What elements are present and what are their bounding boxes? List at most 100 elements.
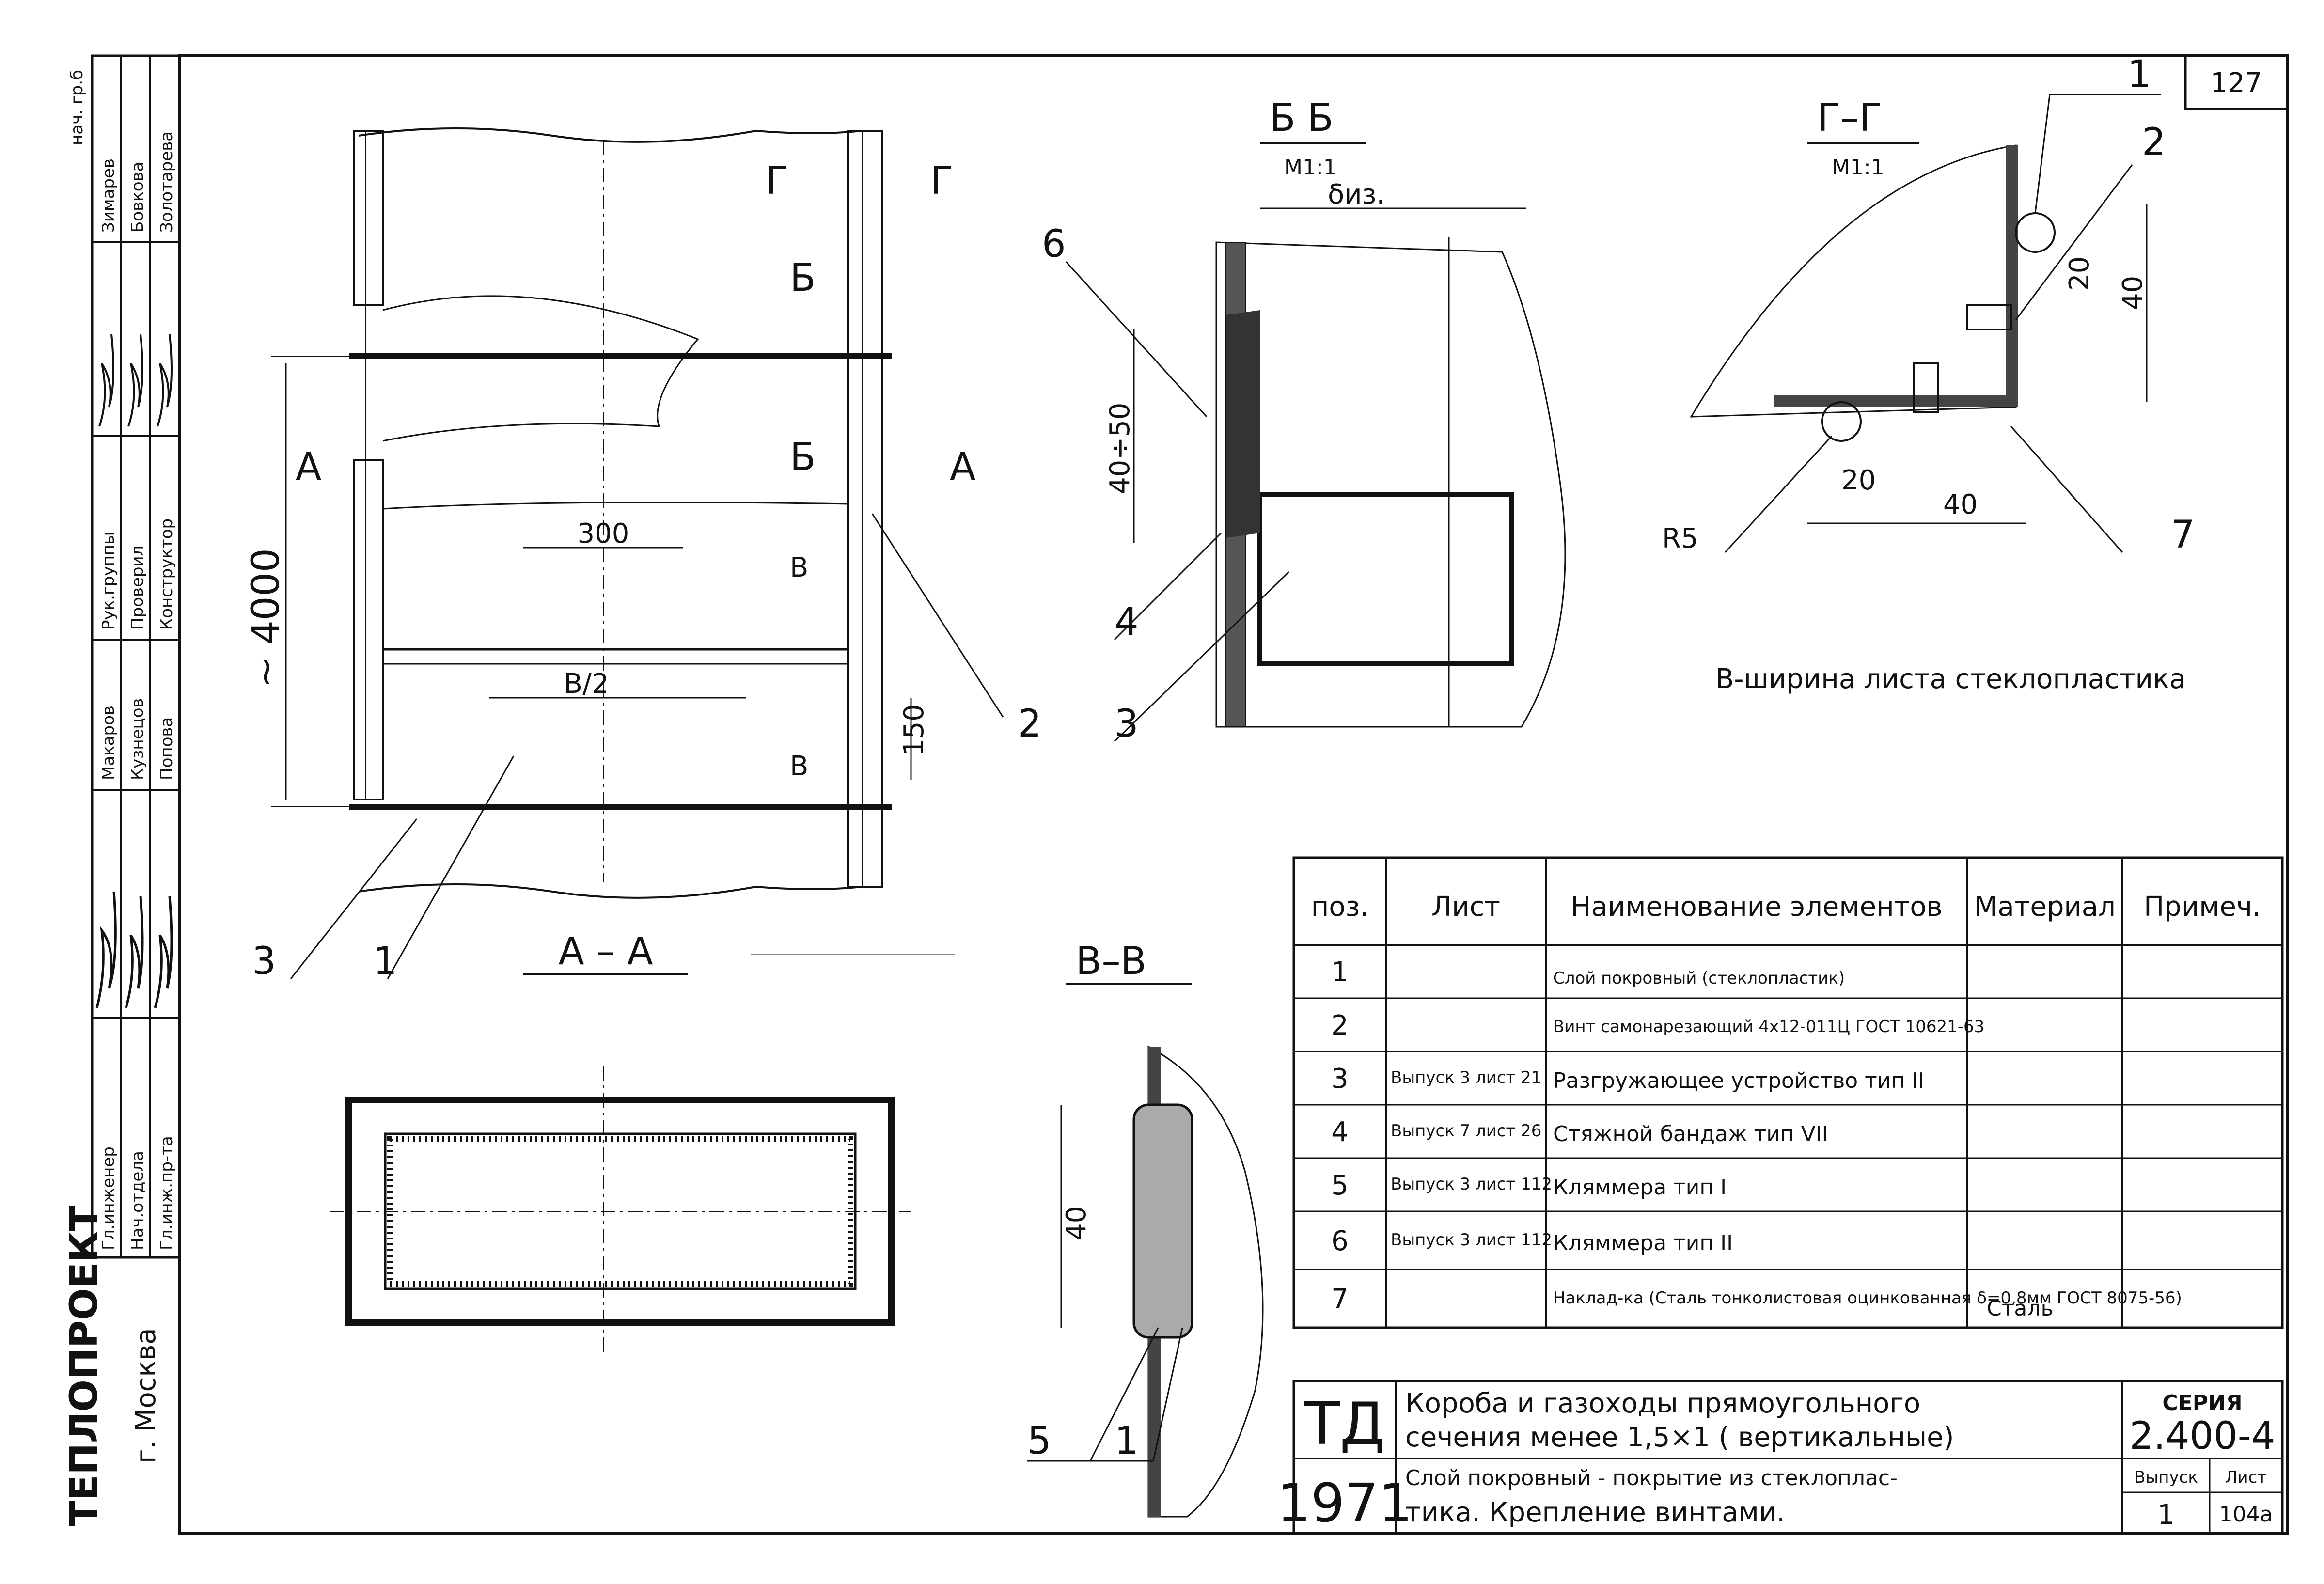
spec-row-7-pos: 7 <box>1331 1284 1349 1315</box>
callout-bb-3: 3 <box>1115 702 1139 746</box>
section-vv: В–В 40 5 1 <box>1027 940 1264 1518</box>
section-title-vv: В–В <box>1076 940 1146 983</box>
spec-row-4-pos: 4 <box>1331 1116 1349 1148</box>
spec-row-4-name: Стяжной бандаж тип VII <box>1553 1122 1828 1146</box>
section-title-aa: А – А <box>558 930 653 973</box>
dim-gg-40-horizontal: 40 <box>1943 489 1978 520</box>
cut-marker-b-bottom: Б <box>790 436 816 479</box>
stamp-org: ТЕПЛОПРОЕКТ <box>63 1206 106 1526</box>
series-value: 2.400-4 <box>2129 1414 2275 1458</box>
spec-table: поз. Лист Наименование элементов Материа… <box>1292 856 2284 1329</box>
spec-row-5-name: Кляммера тип I <box>1553 1175 1727 1200</box>
section-title-gg: Г–Г <box>1817 96 1882 140</box>
stamp-role-group-lead: Рук.группы <box>99 532 118 630</box>
callout-aa-1: 1 <box>373 940 397 983</box>
left-stamp: Гл.инженер Нач.отдела Гл.инж.пр-та Рук.г… <box>63 54 181 1526</box>
dim-300: 300 <box>578 518 629 549</box>
spec-row-3-name: Разгружающее устройство тип II <box>1553 1068 1924 1093</box>
view-aa: ~ 4000 300 В/2 150 А А Б Б В В Г Г 3 1 2… <box>244 127 1042 983</box>
spec-header-material: Материал <box>1974 891 2116 923</box>
signature-makarov <box>95 891 117 1008</box>
subtitle-line-2: тика. Крепление винтами. <box>1405 1497 1785 1528</box>
spec-header-sheet: Лист <box>1431 891 1500 923</box>
spec-row-7-material: Сталь <box>1987 1296 2053 1321</box>
dim-gg-40-vertical: 40 <box>2117 276 2149 310</box>
dim-vv-40: 40 <box>1061 1206 1092 1240</box>
callout-aa-2: 2 <box>1018 702 1042 746</box>
page-number-box <box>2184 54 2289 110</box>
dim-40-50: 40÷50 <box>1104 403 1136 494</box>
spec-row-5-sheet: Выпуск 3 лист 112 <box>1391 1175 1552 1194</box>
section-gg: Г–Г М1:1 20 40 20 40 R5 1 2 7 В-ширина л… <box>1662 53 2195 695</box>
section-scale-gg: М1:1 <box>1832 155 1884 180</box>
stamp-name-kuznetsov: Кузнецов <box>128 698 147 780</box>
cut-marker-g-right: Г <box>930 159 954 203</box>
cut-marker-g-left: Г <box>766 159 789 203</box>
cut-marker-v-bottom: В <box>790 751 808 782</box>
dim-gg-20-vertical: 20 <box>2064 256 2095 291</box>
dim-height-4000: ~ 4000 <box>244 548 288 688</box>
callout-vv-1: 1 <box>1115 1419 1139 1463</box>
subtitle-line-1: Слой покровный - покрытие из стеклоплас- <box>1405 1466 1898 1490</box>
signature-zimarev <box>98 334 114 427</box>
page-number: 127 <box>2211 67 2262 99</box>
issue-value: 1 <box>2157 1499 2175 1531</box>
spec-row-3-pos: 3 <box>1331 1063 1349 1095</box>
spec-header-name: Наименование элементов <box>1570 891 1942 923</box>
spec-row-2-pos: 2 <box>1331 1010 1349 1041</box>
spec-row-5-pos: 5 <box>1331 1170 1349 1201</box>
title-year: 1971 <box>1277 1472 1413 1534</box>
section-bb: Б Б М1:1 δиз. 40÷50 6 4 3 <box>1042 96 1566 746</box>
signature-popova <box>154 896 173 1008</box>
stamp-role-department-head: Нач.отдела <box>128 1151 147 1250</box>
spec-row-7-name: Наклад-ка (Сталь тонколистовая оцинкован… <box>1553 1288 2182 1308</box>
stamp-name-popova: Попова <box>157 717 176 780</box>
spec-header-pos: поз. <box>1311 891 1368 923</box>
spec-row-6-pos: 6 <box>1331 1225 1349 1257</box>
title-line-2: сечения менее 1,5×1 ( вертикальные) <box>1405 1422 1954 1453</box>
callout-bb-4: 4 <box>1115 600 1139 644</box>
signature-zolotareva <box>157 334 173 427</box>
callout-gg-1: 1 <box>2127 53 2151 96</box>
stamp-name-makarov: Макаров <box>99 706 118 780</box>
callout-vv-5: 5 <box>1027 1419 1052 1463</box>
callout-gg-7: 7 <box>2171 513 2195 557</box>
spec-row-2-name: Винт самонарезающий 4х12-011Ц ГОСТ 10621… <box>1553 1017 1984 1036</box>
note-sheet-width: В-ширина листа стеклопластика <box>1715 663 2186 695</box>
stamp-name-zolotareva: Золотарева <box>157 131 176 233</box>
stamp-role-checker: Проверил <box>128 546 147 630</box>
dim-radius-r5: R5 <box>1662 523 1698 554</box>
dim-insulation-thickness: δиз. <box>1328 179 1385 210</box>
stamp-role-chief-project-engineer: Гл.инж.пр-та <box>157 1136 176 1250</box>
spec-row-1-name: Слой покровный (стеклопластик) <box>1553 969 1845 988</box>
stamp-role-chief-engineer: Гл.инженер <box>99 1146 118 1250</box>
section-scale-bb: М1:1 <box>1284 155 1337 180</box>
spec-row-3-sheet: Выпуск 3 лист 21 <box>1391 1068 1541 1087</box>
cross-section <box>330 1066 911 1352</box>
stamp-name-zimarev: Зимарев <box>99 158 118 233</box>
callout-gg-2: 2 <box>2142 121 2166 164</box>
cut-marker-a-right: А <box>950 445 975 489</box>
spec-row-4-sheet: Выпуск 7 лист 26 <box>1391 1121 1541 1141</box>
issue-label: Выпуск <box>2134 1468 2198 1487</box>
stamp-city: г. Москва <box>130 1328 162 1463</box>
stamp-role-designer: Конструктор <box>157 518 176 630</box>
cut-marker-v-top: В <box>790 552 808 583</box>
stamp-top-note: нач. гр.б <box>67 70 87 145</box>
sheet-label: Лист <box>2225 1468 2267 1487</box>
section-title-bb: Б Б <box>1270 96 1334 140</box>
spec-row-1-pos: 1 <box>1331 957 1349 988</box>
cut-marker-b-top: Б <box>790 256 816 300</box>
spec-header-note: Примеч. <box>2144 891 2261 923</box>
callout-aa-3: 3 <box>252 940 276 983</box>
title-line-1: Короба и газоходы прямоугольного <box>1405 1388 1920 1419</box>
spec-row-6-sheet: Выпуск 3 лист 112 <box>1391 1230 1552 1250</box>
series-label: СЕРИЯ <box>2162 1391 2242 1415</box>
signature-kuznetsov <box>125 896 144 1008</box>
title-mark: ТД <box>1303 1391 1385 1458</box>
sheet-value: 104а <box>2219 1502 2273 1527</box>
cut-marker-a-left: А <box>296 445 321 489</box>
spec-row-6-name: Кляммера тип II <box>1553 1231 1733 1255</box>
callout-bb-6: 6 <box>1042 222 1066 266</box>
